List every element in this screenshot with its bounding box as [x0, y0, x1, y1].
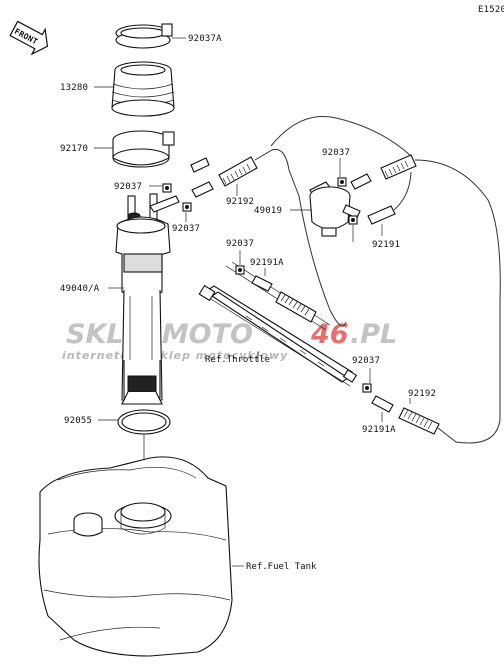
watermark-brand-suffix: .PL — [350, 319, 397, 350]
label-92191A-top: 92191A — [250, 258, 284, 268]
hose-92192-top — [218, 156, 258, 187]
label-92037A: 92037A — [188, 34, 222, 44]
clamp-92037-left — [162, 183, 172, 193]
clamp-92037-center — [235, 265, 245, 275]
fuel-filter-49019 — [309, 181, 361, 237]
label-92037-center: 92037 — [226, 239, 254, 249]
clamp-92037-mid — [182, 202, 192, 212]
hose-92192-center — [275, 291, 317, 323]
label-92192-lower: 92192 — [408, 389, 436, 399]
label-92037-lower: 92037 — [352, 356, 380, 366]
label-13280: 13280 — [60, 83, 88, 93]
watermark-tagline: internetowy sklep motocyklowy — [62, 349, 288, 362]
label-92037-filter-top: 92037 — [322, 148, 350, 158]
label-92037-mid: 92037 — [172, 224, 200, 234]
label-92170: 92170 — [60, 144, 88, 154]
label-92055: 92055 — [64, 416, 92, 426]
hose-short-filter — [350, 173, 372, 190]
hose-92192-right — [380, 154, 417, 180]
o-ring-92055 — [117, 409, 171, 435]
hose-92191A-lower — [371, 395, 394, 413]
ref-throttle: Ref.Throttle — [205, 355, 270, 365]
clamp-92037A — [115, 23, 173, 49]
hose-92191A-top — [251, 275, 273, 292]
label-92191: 92191 — [372, 240, 400, 250]
label-49019: 49019 — [254, 206, 282, 216]
clamp-92037-filter-top — [337, 177, 347, 187]
hose-13280 — [111, 61, 175, 117]
label-92192-top: 92192 — [226, 197, 254, 207]
hose-92191 — [367, 205, 396, 225]
hose-short-top — [190, 157, 214, 198]
front-badge: FRONT — [9, 20, 49, 56]
label-49040A: 49040/A — [60, 284, 100, 294]
throttle-rail — [198, 261, 358, 387]
fuel-pump-49040A — [115, 193, 180, 405]
ref-fuel-tank: Ref.Fuel Tank — [246, 562, 317, 572]
label-92191A-lower: 92191A — [362, 425, 396, 435]
fuel-tank — [38, 456, 233, 657]
clamp-92170 — [112, 130, 175, 168]
clamp-92037-lower — [362, 383, 372, 393]
diagram-code: E1520 — [478, 5, 504, 15]
clamp-92037-filter-bottom — [348, 215, 358, 225]
hose-92192-lower — [398, 407, 440, 435]
label-92037-left: 92037 — [114, 182, 142, 192]
